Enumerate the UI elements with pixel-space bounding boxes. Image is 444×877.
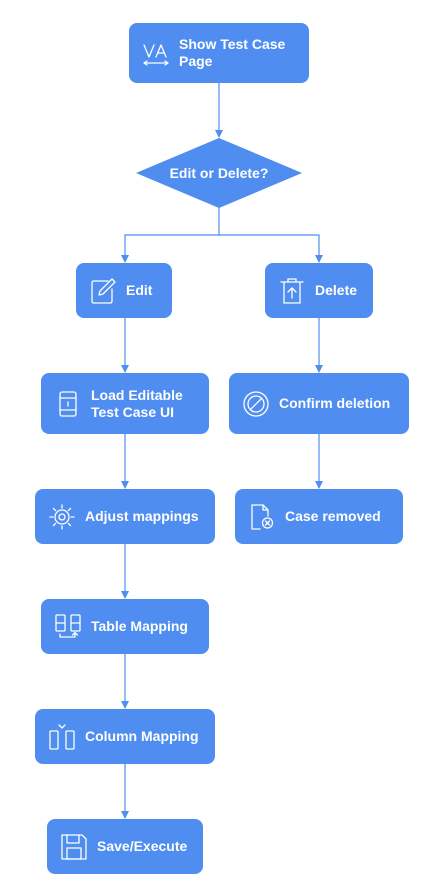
vector-text-icon [141,38,171,68]
edit-icon [88,276,118,306]
decision-diamond [136,138,302,208]
database-icon [53,389,83,419]
node-label: Confirm deletion [279,395,391,411]
node-edit[interactable]: Edit [76,263,172,318]
node-label: Adjust mappings [85,508,199,524]
node-table-mapping[interactable]: Table Mapping [41,599,209,654]
prohibited-icon [241,389,271,419]
node-label: Edit [126,282,153,298]
file-remove-icon [247,502,277,532]
save-icon [59,832,89,862]
node-adjust-mappings[interactable]: Adjust mappings [35,489,215,544]
node-label: Delete [315,282,358,298]
node-case-removed[interactable]: Case removed [235,489,403,544]
trash-icon [277,276,307,306]
node-label: Case removed [285,508,381,524]
node-save-execute[interactable]: Save/Execute [47,819,203,874]
gear-icon [47,502,77,532]
connector-decision-to-edit [121,207,220,263]
node-show-test-case-page[interactable]: Show Test Case Page [129,23,309,83]
node-label: Save/Execute [97,838,188,854]
node-label: Load Editable Test Case UI [91,386,183,420]
node-label: Column Mapping [85,728,199,744]
column-mapping-icon [47,722,77,752]
node-column-mapping[interactable]: Column Mapping [35,709,215,764]
node-confirm-deletion[interactable]: Confirm deletion [229,373,409,434]
node-label: Table Mapping [91,618,188,634]
connector-decision-to-delete [219,234,323,263]
node-delete[interactable]: Delete [265,263,373,318]
node-label: Show Test Case Page [179,36,286,69]
table-mapping-icon [53,612,83,642]
node-load-editable-ui[interactable]: Load Editable Test Case UI [41,373,209,434]
decision-label: Edit or Delete? [169,165,269,181]
